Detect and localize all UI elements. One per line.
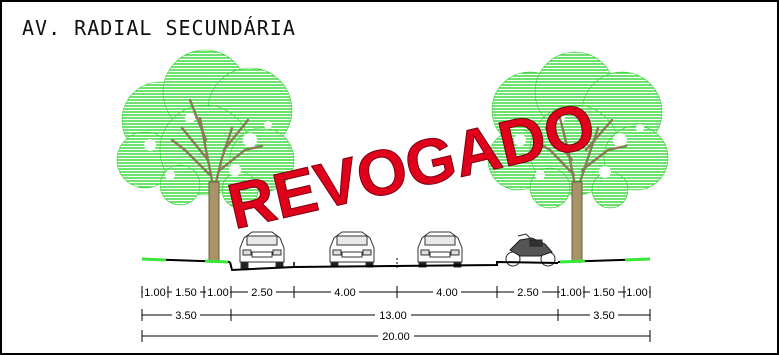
dim-row1-3: 2.50 [251, 287, 272, 299]
dim-row1-9: 1.00 [626, 287, 647, 299]
drawing-title: AV. RADIAL SECUNDÁRIA [22, 16, 296, 40]
dim-row2-0: 3.50 [175, 310, 196, 322]
car-icon-3 [417, 231, 463, 268]
car-icon-1 [239, 231, 285, 269]
dimension-labels: 1.00 1.50 1.00 2.50 4.00 4.00 2.50 1.00 … [143, 286, 649, 343]
tree-right-icon [487, 51, 669, 264]
dim-row1-4: 4.00 [334, 287, 355, 299]
car-icon-2 [329, 231, 375, 268]
dim-row1-0: 1.00 [144, 287, 165, 299]
dim-row1-6: 2.50 [517, 287, 538, 299]
motorcycle-icon [505, 233, 556, 267]
dim-row2-1: 13.00 [379, 310, 407, 322]
road-profile [141, 257, 651, 272]
dim-row3-0: 20.00 [382, 331, 410, 343]
dim-row1-5: 4.00 [436, 287, 457, 299]
dim-row1-7: 1.00 [560, 287, 581, 299]
tree-left-icon [116, 49, 295, 264]
dim-row1-2: 1.00 [207, 287, 228, 299]
dim-row2-2: 3.50 [593, 310, 614, 322]
dim-row1-8: 1.50 [593, 287, 614, 299]
dim-row1-1: 1.50 [175, 287, 196, 299]
